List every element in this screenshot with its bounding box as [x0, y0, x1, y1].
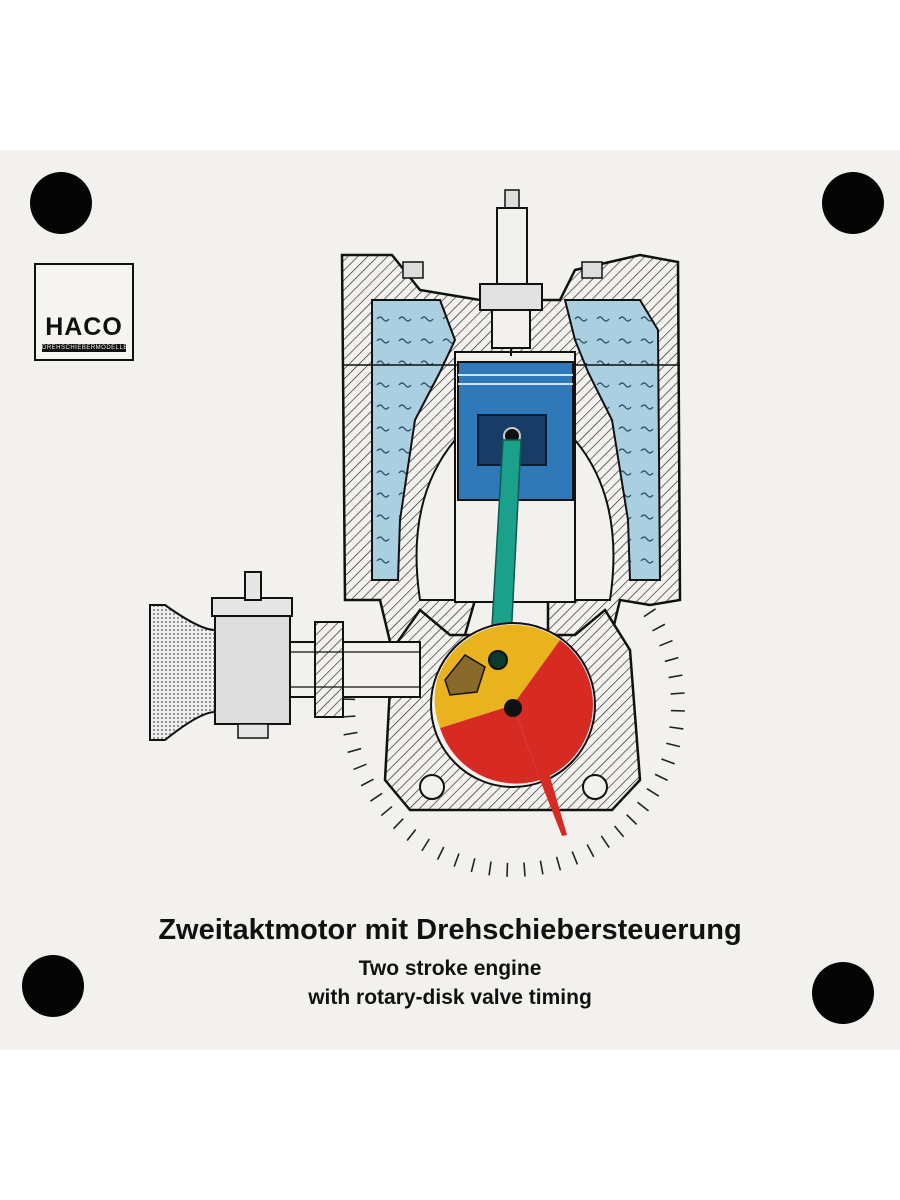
timing-scale-tick — [613, 825, 625, 838]
timing-scale-tick — [421, 838, 430, 852]
timing-scale-tick — [392, 818, 404, 830]
timing-scale-tick — [661, 758, 675, 765]
timing-scale-tick — [523, 862, 526, 877]
timing-scale-tick — [586, 844, 595, 858]
mounting-hole-icon — [822, 172, 884, 234]
caption-english-line2: with rotary-disk valve timing — [308, 986, 592, 1009]
brand-logo: HACO DREHSCHIEBERMODELLE — [34, 263, 134, 361]
timing-scale-tick — [488, 861, 492, 876]
timing-scale-tick — [360, 778, 374, 787]
timing-scale-tick — [470, 858, 476, 873]
engine-cross-section — [149, 189, 685, 877]
timing-scale-tick — [380, 805, 393, 817]
timing-scale-tick — [453, 853, 460, 867]
timing-scale-tick — [670, 692, 685, 695]
timing-scale-tick — [347, 747, 362, 754]
timing-scale-tick — [353, 763, 367, 771]
mounting-hole-icon — [30, 172, 92, 234]
timing-scale-tick — [664, 656, 679, 663]
timing-scale-tick — [406, 829, 417, 842]
coolant-jacket-right — [563, 299, 662, 581]
timing-scale-tick — [571, 851, 579, 865]
mounting-hole-icon — [812, 962, 874, 1024]
brand-logo-subtitle: DREHSCHIEBERMODELLE — [42, 344, 126, 352]
timing-scale-tick — [539, 860, 544, 875]
timing-scale-tick — [369, 792, 383, 802]
caption-english-line1: Two stroke engine — [358, 957, 542, 980]
timing-scale-tick — [600, 835, 610, 849]
timing-scale-tick — [666, 742, 681, 748]
timing-scale-tick — [652, 623, 666, 632]
timing-scale-tick — [669, 726, 684, 730]
brand-logo-text: HACO — [45, 313, 123, 341]
timing-scale-tick — [637, 801, 650, 812]
rotary-disk — [434, 624, 593, 836]
carburetor-icon — [149, 571, 421, 741]
timing-scale-tick — [436, 846, 445, 860]
timing-scale-tick — [654, 773, 668, 782]
mounting-hole-icon — [22, 955, 84, 1017]
timing-scale-tick — [626, 814, 638, 826]
timing-scale-tick — [646, 788, 660, 797]
timing-scale-tick — [343, 731, 358, 736]
inlet-window — [444, 654, 486, 696]
timing-scale-tick — [643, 608, 657, 618]
timing-pointer — [538, 770, 567, 836]
coolant-jacket-left — [371, 299, 457, 581]
timing-scale-tick — [659, 639, 673, 647]
timing-scale-tick — [668, 674, 683, 679]
spark-plug-icon — [479, 189, 543, 356]
timing-scale-tick — [555, 856, 562, 871]
caption-german: Zweitaktmotor mit Drehschiebersteuerung — [158, 914, 742, 946]
